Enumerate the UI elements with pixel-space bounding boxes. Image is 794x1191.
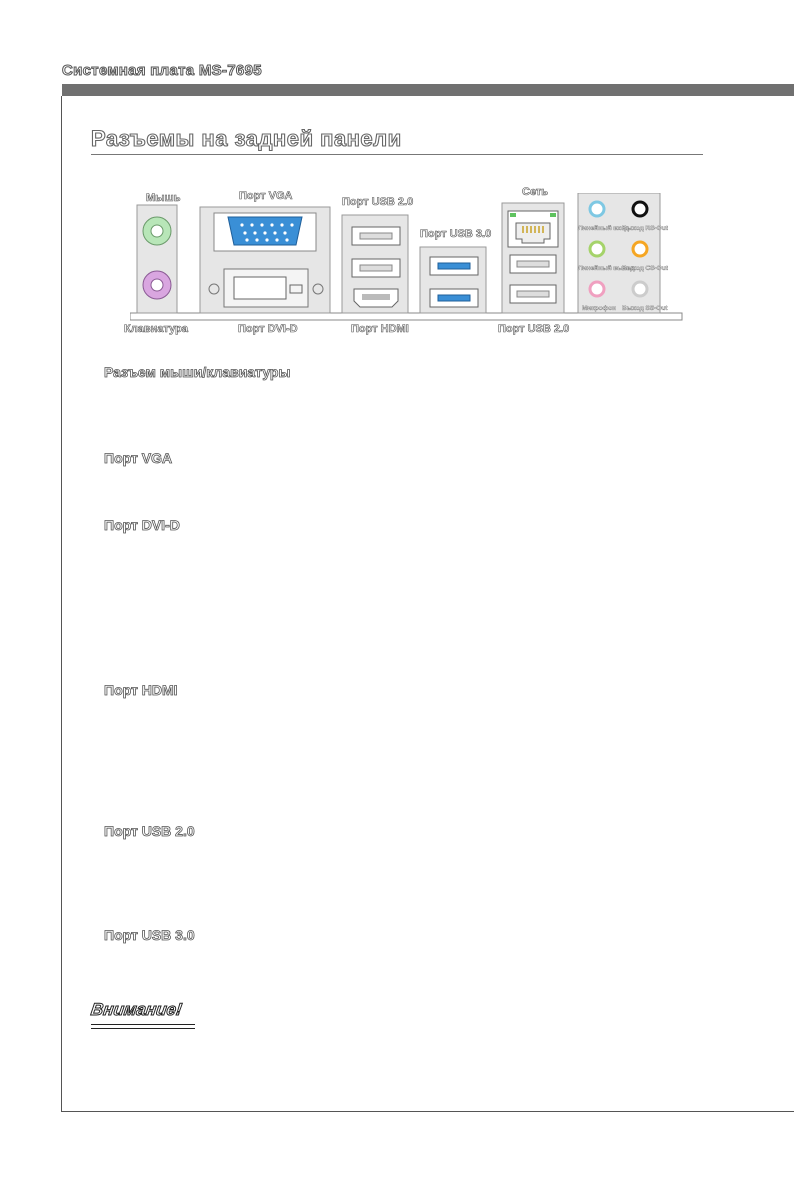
note-rule-2 [91,1028,195,1029]
audio-label-mic: Микрофон [582,305,617,312]
audio-line-out-jack [588,240,606,258]
audio-label-line-out: Линейный выход [578,265,635,272]
item-heading-usb30: Порт USB 3.0 [104,927,195,944]
vga-port [227,216,303,246]
label-usb20-bottom: Порт USB 2.0 [498,323,570,336]
audio-label-ss-out: Выход SS-Out [622,305,668,312]
section-title: Разъемы на задней панели [90,125,402,151]
label-mouse: Мышь [146,192,181,205]
item-heading-dvi: Порт DVI-D [104,517,181,534]
audio-cs-out-jack [631,240,649,258]
label-keyboard: Клавиатура [124,323,189,336]
label-usb20-top: Порт USB 2.0 [342,196,414,209]
audio-ss-out-jack [631,280,649,298]
frame-left-border [61,96,62,1112]
document-header-title: Системная плата MS-7695 [62,62,263,80]
label-hdmi: Порт HDMI [351,323,409,336]
label-usb30: Порт USB 3.0 [420,228,492,241]
label-dvi: Порт DVI-D [238,323,298,336]
frame-bottom-border [61,1111,794,1112]
rear-panel-illustration [130,193,683,321]
note-heading: Внимание! [89,1000,184,1020]
audio-label-cs-out: Выход CS-Out [622,265,668,272]
label-vga: Порт VGA [239,190,293,203]
audio-label-rs-out: Выход RS-Out [622,225,668,232]
audio-rs-out-jack [631,200,649,218]
item-heading-hdmi: Порт HDMI [104,682,178,699]
item-heading-usb20: Порт USB 2.0 [104,823,195,840]
item-heading-vga: Порт VGA [104,450,173,467]
note-rule-1 [91,1024,195,1025]
audio-mic-jack [588,280,606,298]
header-bar [62,84,794,96]
item-heading-ps2: Разъем мыши/клавиатуры [104,364,291,381]
audio-line-in-jack [588,200,606,218]
label-lan: Сеть [522,186,549,199]
panel-baseplate [130,312,683,321]
audio-label-line-in: Линейный вход [578,225,629,232]
section-rule [91,154,703,155]
